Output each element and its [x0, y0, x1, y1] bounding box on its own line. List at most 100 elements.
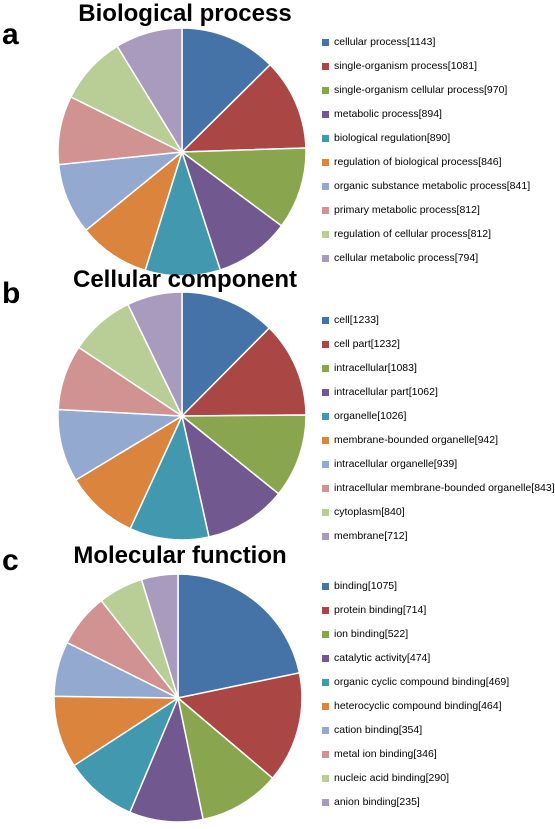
legend-swatch: [322, 412, 329, 420]
legend-swatch: [322, 134, 329, 142]
panel-molecular-function: c Molecular function binding[1075] protei…: [0, 542, 550, 829]
legend-label: biological regulation[890]: [334, 132, 451, 144]
legend-label: membrane-bounded organelle[942]: [334, 434, 499, 446]
legend-swatch: [322, 158, 329, 166]
legend-item: membrane[712]: [322, 524, 555, 548]
pie-slice: [181, 27, 272, 154]
legend-label: intracellular part[1062]: [334, 386, 438, 398]
panel-title-molecular-function: Molecular function: [73, 542, 287, 569]
pie-chart-biological-process: [57, 27, 307, 277]
pie-slice: [179, 147, 307, 227]
panel-title-cellular-component: Cellular component: [72, 266, 298, 293]
legend-item: membrane-bounded organelle[942]: [322, 428, 555, 452]
legend-item: cation binding[354]: [322, 718, 509, 742]
pie-slice: [140, 573, 179, 699]
legend-item: intracellular organelle[939]: [322, 452, 555, 476]
legend-label: organic substance metabolic process[841]: [334, 180, 531, 192]
legend-cellular-component: cell[1233] cell part[1232] intracellular[1…: [322, 308, 555, 548]
pie-slice: [128, 695, 205, 823]
legend-item: organic cyclic compound binding[469]: [322, 670, 509, 694]
legend-swatch: [322, 110, 329, 118]
legend-label: anion binding[235]: [334, 796, 420, 808]
panel-title-biological-process: Biological process: [78, 0, 292, 27]
legend-swatch: [322, 654, 329, 662]
pie-slice: [179, 414, 307, 495]
legend-label: nucleic acid binding[290]: [334, 772, 449, 784]
legend-swatch: [322, 86, 329, 94]
pie-chart-cellular-component: [57, 291, 307, 541]
legend-label: ion binding[522]: [334, 628, 409, 640]
legend-item: intracellular[1083]: [322, 356, 555, 380]
legend-swatch: [322, 340, 329, 348]
legend-label: binding[1075]: [334, 580, 398, 592]
pie-slice: [180, 414, 280, 538]
legend-swatch: [322, 508, 329, 516]
pie-slice: [181, 291, 271, 418]
legend-swatch: [322, 206, 329, 214]
legend-item: biological regulation[890]: [322, 126, 530, 150]
legend-label: protein binding[714]: [334, 604, 427, 616]
legend-swatch: [322, 182, 329, 190]
legend-swatch: [322, 364, 329, 372]
pie-slice: [180, 326, 307, 417]
legend-item: intracellular membrane-bounded organelle…: [322, 476, 555, 500]
legend-label: intracellular organelle[939]: [334, 458, 458, 470]
legend-item: single-organism cellular process[970]: [322, 78, 530, 102]
legend-swatch: [322, 798, 329, 806]
legend-item: protein binding[714]: [322, 598, 509, 622]
legend-label: catalytic activity[474]: [334, 652, 431, 664]
legend-label: cell[1233]: [334, 314, 379, 326]
legend-label: cellular process[1143]: [334, 36, 436, 48]
legend-item: nucleic acid binding[290]: [322, 766, 509, 790]
pie-slice: [180, 149, 283, 271]
legend-label: intracellular[1083]: [334, 362, 417, 374]
legend-swatch: [322, 606, 329, 614]
legend-item: cellular process[1143]: [322, 30, 530, 54]
legend-label: cell part[1232]: [334, 338, 400, 350]
legend-item: heterocyclic compound binding[464]: [322, 694, 509, 718]
panel-letter-c: c: [2, 544, 19, 577]
pie-slice: [144, 149, 222, 277]
legend-swatch: [322, 62, 329, 70]
legend-swatch: [322, 678, 329, 686]
panel-letter-b: b: [2, 277, 21, 310]
legend-label: cellular metabolic process[794]: [334, 252, 479, 264]
pie-slice: [116, 27, 183, 155]
pie-slice: [177, 573, 301, 699]
legend-swatch: [322, 388, 329, 396]
legend-item: organic substance metabolic process[841]: [322, 174, 530, 198]
legend-label: single-organism process[1081]: [334, 60, 477, 72]
legend-swatch: [322, 750, 329, 758]
legend-item: organelle[1026]: [322, 404, 555, 428]
legend-item: binding[1075]: [322, 574, 509, 598]
legend-swatch: [322, 532, 329, 540]
legend-biological-process: cellular process[1143] single-organism pr…: [322, 30, 530, 270]
pie-slice: [180, 63, 307, 153]
legend-swatch: [322, 484, 329, 492]
legend-item: single-organism process[1081]: [322, 54, 530, 78]
legend-label: organelle[1026]: [334, 410, 407, 422]
legend-swatch: [322, 230, 329, 238]
legend-label: intracellular membrane-bounded organelle…: [334, 482, 555, 494]
legend-item: metabolic process[894]: [322, 102, 530, 126]
legend-item: ion binding[522]: [322, 622, 509, 646]
legend-swatch: [322, 38, 329, 46]
legend-item: intracellular part[1062]: [322, 380, 555, 404]
legend-item: cellular metabolic process[794]: [322, 246, 530, 270]
legend-item: catalytic activity[474]: [322, 646, 509, 670]
pie-slice: [126, 291, 183, 417]
legend-item: cytoplasm[840]: [322, 500, 555, 524]
legend-item: metal ion binding[346]: [322, 742, 509, 766]
panel-letter-a: a: [2, 18, 19, 51]
legend-item: primary metabolic process[812]: [322, 198, 530, 222]
legend-label: regulation of biological process[846]: [334, 156, 502, 168]
legend-swatch: [322, 702, 329, 710]
legend-swatch: [322, 630, 329, 638]
legend-swatch: [322, 460, 329, 468]
legend-item: regulation of cellular process[812]: [322, 222, 530, 246]
legend-swatch: [322, 726, 329, 734]
legend-item: anion binding[235]: [322, 790, 509, 814]
legend-label: cation binding[354]: [334, 724, 423, 736]
pie-chart-molecular-function: [53, 573, 303, 823]
legend-item: regulation of biological process[846]: [322, 150, 530, 174]
